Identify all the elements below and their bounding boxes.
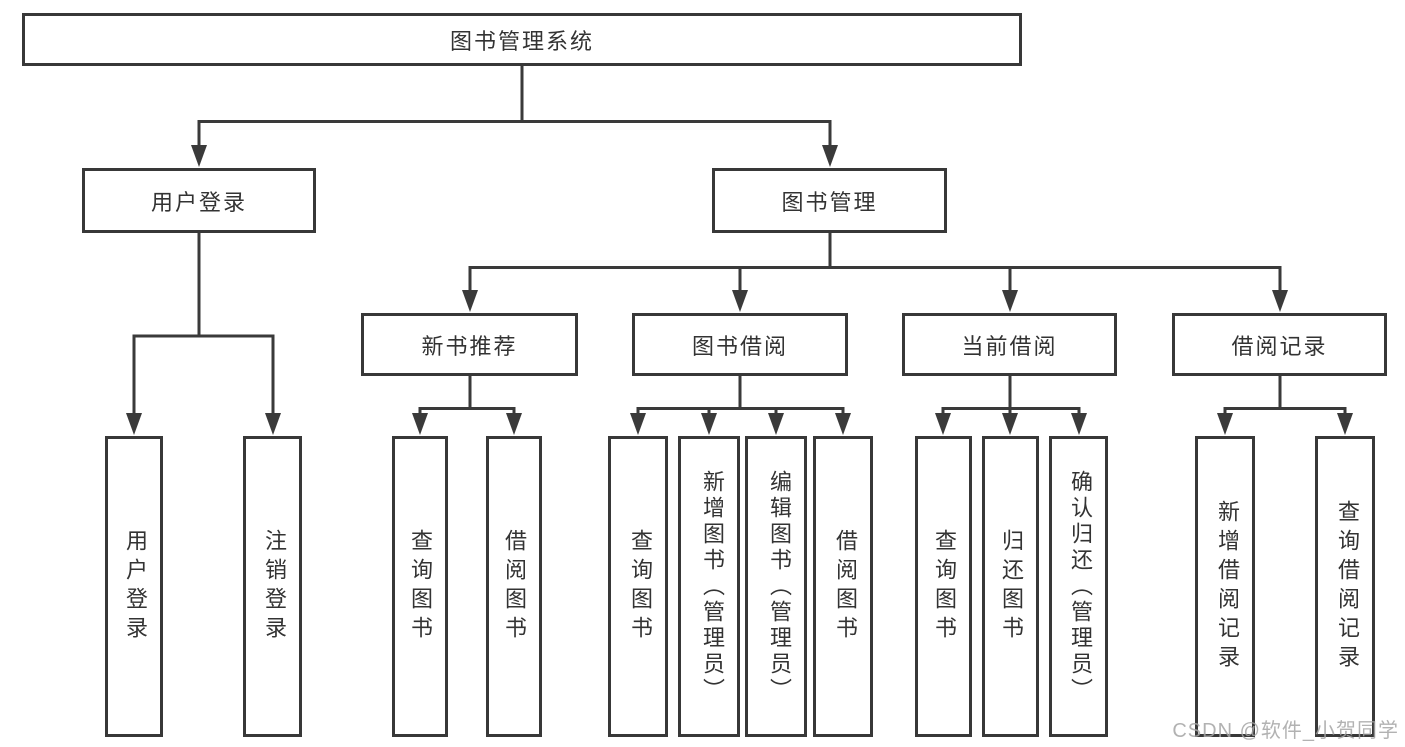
leaf-logout: 注销登录 <box>243 436 302 737</box>
leaf-user-login: 用户登录 <box>105 436 163 737</box>
leaf-br-add-record: 新增借阅记录 <box>1195 436 1255 737</box>
node-book-borrow: 图书借阅 <box>632 313 848 376</box>
leaf-rec-query-book: 查询图书 <box>392 436 448 737</box>
leaf-bb-borrow-book: 借阅图书 <box>813 436 873 737</box>
node-new-book-rec: 新书推荐 <box>361 313 578 376</box>
leaf-cb-query-book: 查询图书 <box>915 436 972 737</box>
node-user-login: 用户登录 <box>82 168 316 233</box>
leaf-rec-borrow-book: 借阅图书 <box>486 436 542 737</box>
leaf-cb-return-book: 归还图书 <box>982 436 1039 737</box>
node-root: 图书管理系统 <box>22 13 1022 66</box>
node-borrow-record: 借阅记录 <box>1172 313 1387 376</box>
leaf-br-query-record: 查询借阅记录 <box>1315 436 1375 737</box>
node-book-mgmt: 图书管理 <box>712 168 947 233</box>
leaf-bb-add-book: 新增图书（管理员） <box>678 436 740 737</box>
node-current-borrow: 当前借阅 <box>902 313 1117 376</box>
leaf-cb-confirm-return: 确认归还（管理员） <box>1049 436 1108 737</box>
csdn-watermark: CSDN @软件_小贺同学 <box>1172 720 1399 742</box>
leaf-bb-edit-book: 编辑图书（管理员） <box>745 436 807 737</box>
arrowheads <box>126 145 1353 435</box>
leaf-bb-query-book: 查询图书 <box>608 436 668 737</box>
